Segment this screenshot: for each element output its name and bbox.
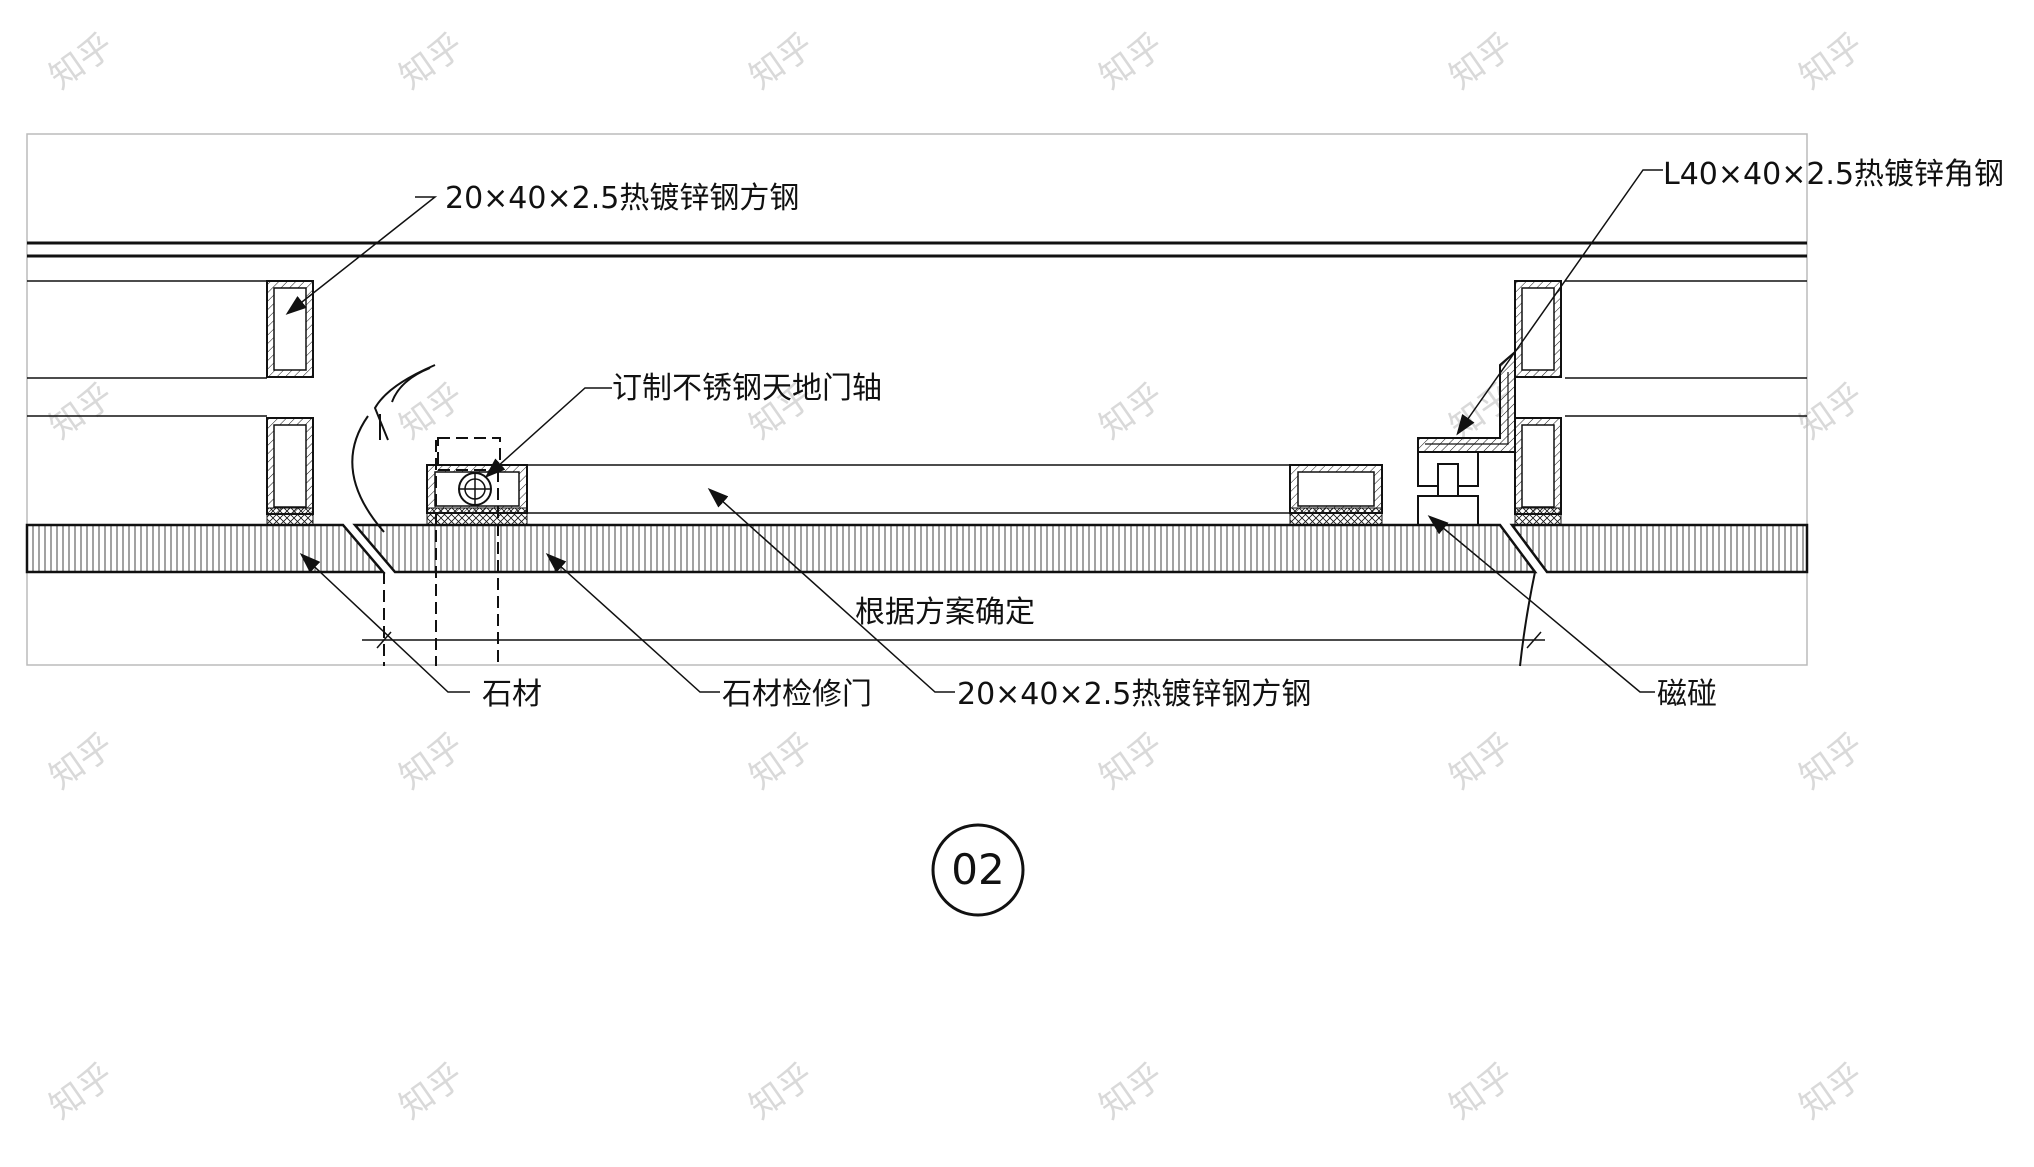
watermark-text: 知乎 [392, 726, 471, 798]
watermark-text: 知乎 [742, 26, 821, 98]
detail-number: 02 [951, 845, 1004, 894]
watermark-text: 知乎 [42, 1056, 121, 1128]
watermark-text: 知乎 [42, 726, 121, 798]
watermark-text: 知乎 [1792, 376, 1871, 448]
watermark-text: 知乎 [1092, 726, 1171, 798]
watermark-text: 知乎 [742, 726, 821, 798]
watermark-text: 知乎 [1442, 726, 1521, 798]
stone-layer [25, 523, 1809, 574]
drawing-frame [26, 133, 1808, 666]
detail-number-badge: 02 [931, 823, 1025, 917]
dimension-line [362, 631, 1545, 649]
label-stone: 石材 [482, 677, 542, 712]
watermark-text: 知乎 [1792, 1056, 1871, 1128]
leader-lines [285, 169, 1663, 693]
door-swing-indicators [351, 364, 1536, 667]
hinge-assembly [426, 437, 528, 526]
watermark-text: 知乎 [742, 1056, 821, 1128]
watermark-text: 知乎 [1792, 726, 1871, 798]
top-structure-lines [27, 241, 1807, 417]
watermark-text: 知乎 [42, 376, 121, 448]
watermark-text: 知乎 [1092, 26, 1171, 98]
label-top-right-angle: L40×40×2.5热镀锌角钢 [1663, 157, 2004, 192]
right-square-tubes [1417, 280, 1562, 526]
label-top-left-tube: 20×40×2.5热镀锌钢方钢 [445, 181, 799, 216]
watermark-text: 知乎 [392, 376, 471, 448]
label-magnet: 磁碰 [1657, 677, 1717, 712]
watermark-text: 知乎 [1792, 26, 1871, 98]
watermark-text: 知乎 [392, 26, 471, 98]
left-square-tubes [266, 280, 314, 526]
watermark-text: 知乎 [392, 1056, 471, 1128]
magnet-catch [1417, 451, 1479, 526]
label-stone-door: 石材检修门 [722, 677, 872, 712]
watermark-text: 知乎 [42, 26, 121, 98]
watermark-text: 知乎 [1442, 1056, 1521, 1128]
door-frame-tube [527, 464, 1383, 526]
watermark-layer: 知乎知乎知乎知乎知乎知乎知乎知乎知乎知乎知乎知乎知乎知乎知乎知乎知乎知乎知乎知乎… [42, 26, 1871, 1128]
watermark-text: 知乎 [1442, 26, 1521, 98]
watermark-text: 知乎 [1092, 376, 1171, 448]
label-hinge: 订制不锈钢天地门轴 [612, 371, 882, 406]
watermark-text: 知乎 [1092, 1056, 1171, 1128]
label-bottom-tube: 20×40×2.5热镀锌钢方钢 [957, 677, 1311, 712]
label-dimension: 根据方案确定 [855, 595, 1035, 630]
